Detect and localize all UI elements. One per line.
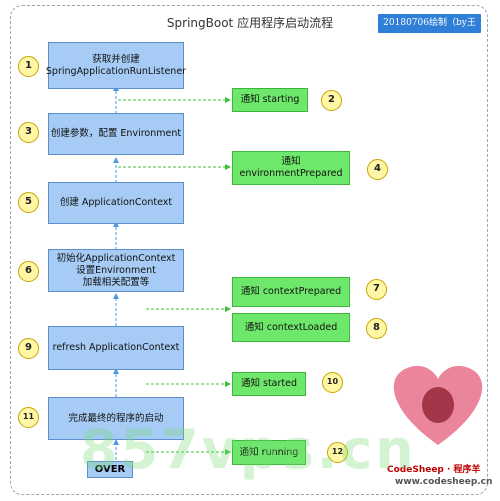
step-label: 创建参数，配置 Environment	[50, 128, 182, 139]
author-stamp: 20180706绘制（by王帅）	[378, 14, 481, 47]
notice-box-2: 通知 starting	[232, 88, 308, 112]
diagram-frame	[10, 5, 488, 495]
step-number-badge: 6	[18, 261, 39, 282]
step-label: 设置Environment	[76, 264, 156, 276]
step-label: 完成最终的程序的启动	[68, 412, 164, 424]
notice-label: 通知 starting	[240, 94, 300, 105]
step-box-3: 创建参数，配置 Environment	[48, 113, 184, 155]
notice-number-badge: 12	[327, 442, 348, 463]
step-label: 获取并创建	[92, 53, 140, 65]
step-number-badge: 1	[18, 56, 39, 77]
step-box-5: 创建 ApplicationContext	[48, 182, 184, 224]
notice-box-10: 通知 started	[232, 372, 306, 396]
notice-box-12: 通知 running	[232, 440, 306, 465]
notice-box-8: 通知 contextLoaded	[232, 313, 350, 342]
step-box-9: refresh ApplicationContext	[48, 326, 184, 370]
diagram-title: SpringBoot 应用程序启动流程	[166, 16, 334, 30]
over-box: OVER	[87, 461, 133, 478]
notice-label: environmentPrepared	[239, 168, 343, 179]
step-number-badge: 3	[18, 122, 39, 143]
notice-number-badge: 10	[322, 372, 343, 393]
step-number-badge: 5	[18, 192, 39, 213]
step-number-badge: 11	[18, 407, 39, 428]
step-label: refresh ApplicationContext	[52, 342, 180, 353]
notice-label: 通知 running	[239, 446, 299, 458]
logo-text: CodeSheep · 程序羊	[387, 465, 481, 475]
watermark: 857vps.cn	[80, 418, 417, 481]
step-label: 加载相关配置等	[82, 276, 150, 288]
notice-label: 通知	[281, 156, 301, 167]
step-label: 初始化ApplicationContext	[56, 252, 176, 264]
notice-label: 通知 started	[240, 378, 298, 389]
notice-number-badge: 2	[321, 90, 342, 111]
notice-label: 通知 contextPrepared	[240, 286, 342, 297]
heart-logo	[393, 365, 483, 445]
step-label: SpringApplicationRunListener	[45, 65, 187, 77]
notice-label: 通知 contextLoaded	[244, 321, 338, 333]
notice-number-badge: 8	[366, 318, 387, 339]
notice-box-7: 通知 contextPrepared	[232, 277, 350, 307]
notice-number-badge: 7	[366, 279, 387, 300]
logo-url: www.codesheep.cn	[395, 477, 493, 487]
step-label: 创建 ApplicationContext	[59, 197, 173, 208]
step-box-11: 完成最终的程序的启动	[48, 397, 184, 440]
notice-number-badge: 4	[367, 159, 388, 180]
step-number-badge: 9	[18, 338, 39, 359]
